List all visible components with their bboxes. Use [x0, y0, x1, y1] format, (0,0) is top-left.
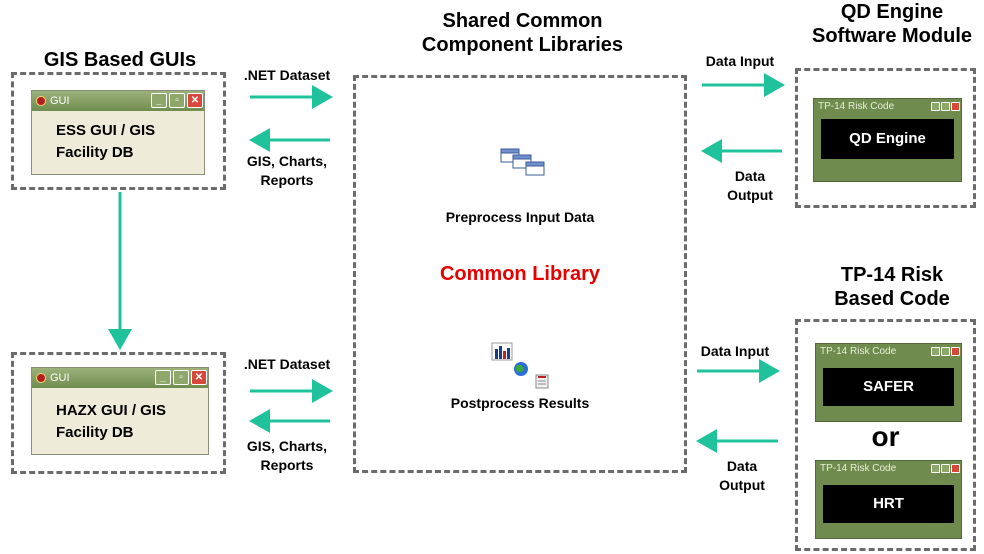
table-stack-icon	[500, 148, 545, 176]
risk-code-titlebar: TP-14 Risk Code	[816, 344, 961, 360]
return-label-line2: Reports	[260, 457, 314, 473]
gui-line1: ESS GUI / GIS	[56, 122, 156, 139]
chart-globe-report-icon	[491, 342, 549, 389]
center-title-line2: Component Libraries	[421, 34, 624, 56]
window-minimize-icon[interactable]	[931, 347, 940, 356]
hrt-window: TP-14 Risk Code HRT	[815, 460, 962, 539]
window-minimize-icon[interactable]: _	[155, 370, 171, 385]
postprocess-label: Postprocess Results	[450, 395, 590, 411]
app-icon	[36, 373, 46, 383]
tp14-title: TP-14 Risk Based Code	[800, 263, 984, 311]
window-title: GUI	[50, 95, 70, 107]
gui-body: ESS GUI / GIS Facility DB	[32, 111, 204, 164]
risk-code-titlebar: TP-14 Risk Code	[816, 461, 961, 477]
window-close-icon[interactable]: ✕	[187, 93, 203, 108]
window-close-icon[interactable]	[951, 464, 960, 473]
window-maximize-icon[interactable]	[941, 102, 950, 111]
common-library-box: Preprocess Input Data Common Library Pos…	[353, 75, 687, 473]
app-icon	[36, 96, 46, 106]
preprocess-label: Preprocess Input Data	[445, 209, 595, 225]
gui-titlebar: GUI _ ▫ ✕	[32, 91, 204, 111]
window-close-icon[interactable]: ✕	[191, 370, 207, 385]
safer-screen: SAFER	[823, 368, 954, 406]
risk-code-titlebar: TP-14 Risk Code	[814, 99, 961, 115]
gui-line2: Facility DB	[56, 424, 134, 441]
qd-engine-screen: QD Engine	[821, 119, 954, 159]
return-label-line2: Reports	[260, 172, 314, 188]
data-input-label-top: Data Input	[705, 53, 775, 69]
return-label-line1: GIS, Charts,	[246, 438, 328, 454]
window-title: TP-14 Risk Code	[820, 463, 897, 474]
hrt-screen: HRT	[823, 485, 954, 523]
return-label-bottom: GIS, Charts, Reports	[237, 437, 337, 475]
window-maximize-icon[interactable]: ▫	[169, 93, 185, 108]
window-minimize-icon[interactable]	[931, 464, 940, 473]
return-label-top: GIS, Charts, Reports	[237, 152, 337, 190]
window-maximize-icon[interactable]	[941, 347, 950, 356]
gui-line1: HAZX GUI / GIS	[56, 402, 167, 419]
gui-box-top: GUI _ ▫ ✕ ESS GUI / GIS Facility DB	[11, 72, 226, 190]
gui-body: HAZX GUI / GIS Facility DB	[32, 388, 208, 444]
dataset-label-top: .NET Dataset	[243, 67, 331, 83]
ess-gui-window: GUI _ ▫ ✕ ESS GUI / GIS Facility DB	[31, 90, 205, 175]
or-text: or	[871, 421, 900, 452]
qd-engine-box: TP-14 Risk Code QD Engine	[795, 68, 976, 208]
window-minimize-icon[interactable]	[931, 102, 940, 111]
safer-window: TP-14 Risk Code SAFER	[815, 343, 962, 422]
gis-based-guis-title: GIS Based GUIs	[43, 49, 197, 71]
tp14-box: TP-14 Risk Code SAFER or TP-14 Risk Code…	[795, 319, 976, 551]
data-output-label-top: Data Output	[700, 167, 800, 205]
tp14-title-line2: Based Code	[834, 288, 950, 310]
hazx-gui-window: GUI _ ▫ ✕ HAZX GUI / GIS Facility DB	[31, 367, 209, 455]
common-library-label: Common Library	[439, 263, 601, 285]
data-input-label-bottom: Data Input	[700, 343, 770, 359]
gui-box-bottom: GUI _ ▫ ✕ HAZX GUI / GIS Facility DB	[11, 352, 226, 474]
qd-title-line2: Software Module	[811, 25, 972, 47]
window-title: GUI	[50, 372, 70, 384]
return-label-line1: GIS, Charts,	[246, 153, 328, 169]
qd-title-line1: QD Engine	[840, 1, 944, 23]
window-maximize-icon[interactable]	[941, 464, 950, 473]
window-minimize-icon[interactable]: _	[151, 93, 167, 108]
tp14-title-line1: TP-14 Risk	[840, 264, 944, 286]
gui-line2: Facility DB	[56, 144, 134, 161]
gui-titlebar: GUI _ ▫ ✕	[32, 368, 208, 388]
dataset-label-bottom: .NET Dataset	[243, 356, 331, 372]
window-maximize-icon[interactable]: ▫	[173, 370, 189, 385]
data-output-line1: Data	[734, 168, 766, 184]
center-title-line1: Shared Common	[442, 10, 603, 32]
qd-engine-title: QD Engine Software Module	[800, 0, 984, 48]
qd-engine-window: TP-14 Risk Code QD Engine	[813, 98, 962, 182]
data-output-line2: Output	[727, 187, 773, 203]
window-title: TP-14 Risk Code	[818, 101, 895, 112]
window-close-icon[interactable]	[951, 102, 960, 111]
data-output-line1: Data	[726, 458, 758, 474]
data-output-label-bottom: Data Output	[692, 457, 792, 495]
window-title: TP-14 Risk Code	[820, 346, 897, 357]
center-title: Shared Common Component Libraries	[380, 9, 665, 57]
window-close-icon[interactable]	[951, 347, 960, 356]
data-output-line2: Output	[719, 477, 765, 493]
